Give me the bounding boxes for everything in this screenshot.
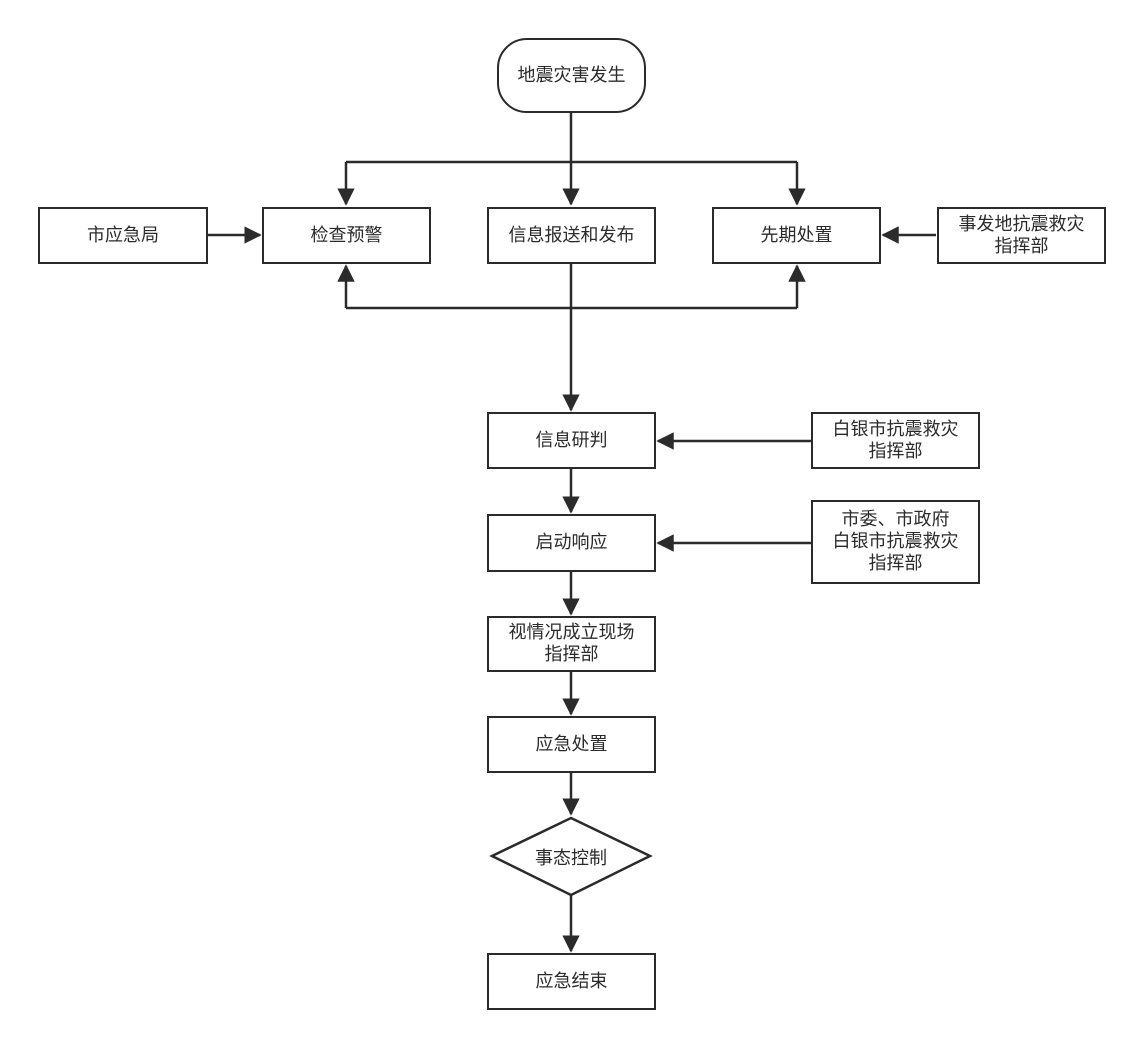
node-qidong-xiangying: 启动响应 [487, 514, 656, 572]
node-baiyin-zhihuibu-label: 白银市抗震救灾 指挥部 [832, 418, 959, 462]
node-jiancha-yujing: 检查预警 [262, 207, 431, 264]
node-shiwei-zhengfu-label: 市委、市政府 白银市抗震救灾 指挥部 [832, 509, 959, 574]
node-shitai-kongzhi-label: 事态控制 [535, 847, 607, 869]
node-shifadi-zhihuibu-label: 事发地抗震救灾 指挥部 [958, 213, 1085, 257]
node-xinxi-yanpan: 信息研判 [487, 412, 656, 469]
node-shiwei-zhengfu: 市委、市政府 白银市抗震救灾 指挥部 [811, 500, 980, 584]
node-start: 地震灾害发生 [497, 38, 646, 113]
node-xinxi-baosong: 信息报送和发布 [487, 207, 656, 264]
node-shi-yingjiju: 市应急局 [38, 207, 208, 264]
node-xianchang-zhihuibu: 视情况成立现场 指挥部 [487, 616, 656, 672]
node-shifadi-zhihuibu: 事发地抗震救灾 指挥部 [937, 207, 1106, 264]
decision-diamond [489, 816, 653, 897]
node-baiyin-zhihuibu: 白银市抗震救灾 指挥部 [811, 412, 980, 469]
node-shi-yingjiju-label: 市应急局 [87, 224, 159, 246]
node-xianchang-zhihuibu-label: 视情况成立现场 指挥部 [508, 622, 635, 665]
node-yingji-chuzhi: 应急处置 [487, 716, 656, 773]
node-xianqi-chuzhi-label: 先期处置 [760, 224, 833, 246]
node-start-label: 地震灾害发生 [517, 64, 626, 86]
node-xianqi-chuzhi: 先期处置 [712, 207, 881, 264]
node-yingji-jieshu-label: 应急结束 [535, 970, 608, 992]
node-xinxi-yanpan-label: 信息研判 [535, 429, 608, 451]
node-yingji-jieshu: 应急结束 [487, 953, 656, 1010]
node-qidong-xiangying-label: 启动响应 [535, 532, 608, 553]
node-shitai-kongzhi: 事态控制 [492, 818, 650, 895]
node-jiancha-yujing-label: 检查预警 [310, 224, 383, 246]
node-xinxi-baosong-label: 信息报送和发布 [508, 224, 635, 246]
node-yingji-chuzhi-label: 应急处置 [535, 733, 608, 755]
